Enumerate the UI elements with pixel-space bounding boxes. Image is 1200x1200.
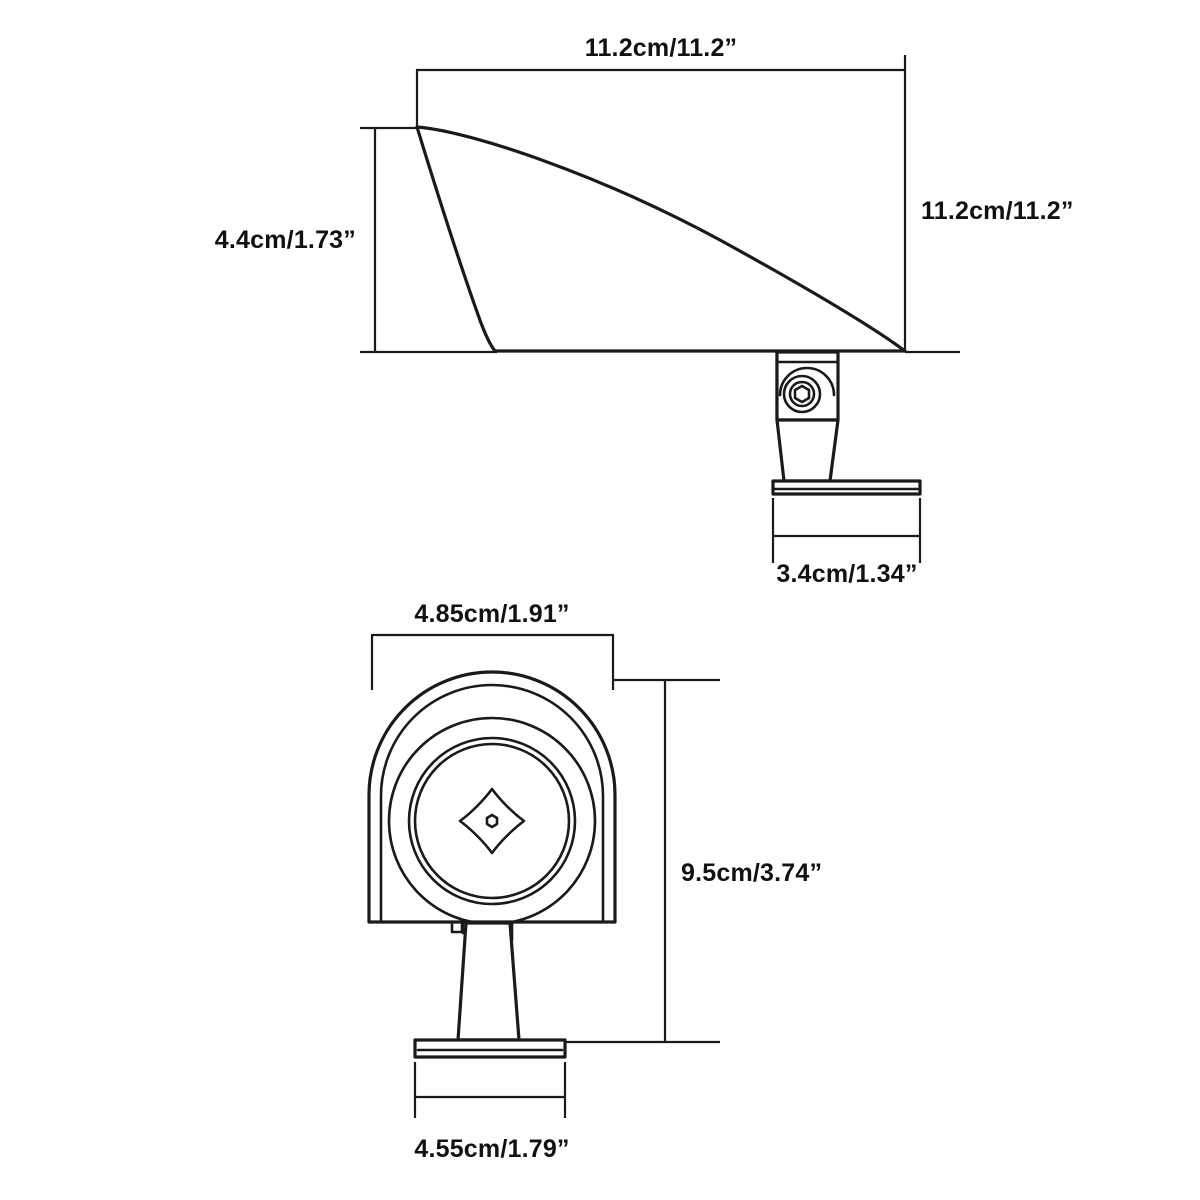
side-left-dim-label: 4.4cm/1.73” (215, 226, 356, 254)
side-base-dimension-group: 3.4cm/1.34” (771, 498, 922, 588)
side-view-group: 11.2cm/11.2” 11.2cm/11.2” 4.4cm/1.73” 3.… (215, 34, 1074, 588)
side-left-dimension-group: 4.4cm/1.73” (215, 126, 497, 354)
housing-inner-dome (379, 683, 605, 924)
front-top-dim-label: 4.85cm/1.91” (414, 600, 569, 628)
mount-stem (775, 418, 840, 483)
side-base-dim-label: 3.4cm/1.34” (776, 560, 917, 588)
side-top-dimension-group: 11.2cm/11.2” (415, 34, 907, 352)
housing-outer-dome (367, 670, 617, 924)
bracket-arc (778, 366, 836, 397)
side-right-dim-label: 11.2cm/11.2” (921, 197, 1074, 225)
center-quatrefoil-bezel (458, 787, 526, 855)
pivot-inner-circle (788, 380, 816, 408)
mount-base-plate (771, 479, 922, 496)
lens-ring-middle-inner (413, 742, 571, 900)
front-base-dim-label: 4.55cm/1.79” (414, 1135, 569, 1163)
front-base-plate (413, 1038, 567, 1059)
front-top-dimension-group: 4.85cm/1.91” (370, 600, 615, 690)
lens-ring-middle (407, 736, 577, 906)
front-base-dimension-group: 4.55cm/1.79” (413, 1062, 569, 1163)
front-view-group: 4.85cm/1.91” 9.5cm/3.74” 4.55cm/1.79” (367, 600, 822, 1163)
pivot-hex-bolt (793, 384, 811, 404)
side-right-dimension-group: 11.2cm/11.2” (905, 197, 1074, 354)
front-right-dimension-group: 9.5cm/3.74” (565, 678, 822, 1044)
front-mount-stem (456, 921, 521, 1042)
pivot-outer-circle (782, 374, 822, 414)
luminaire-head-outline (415, 125, 907, 353)
center-screw-hole (485, 813, 499, 829)
front-right-dim-label: 9.5cm/3.74” (681, 859, 822, 887)
side-top-dim-label: 11.2cm/11.2” (585, 34, 738, 62)
